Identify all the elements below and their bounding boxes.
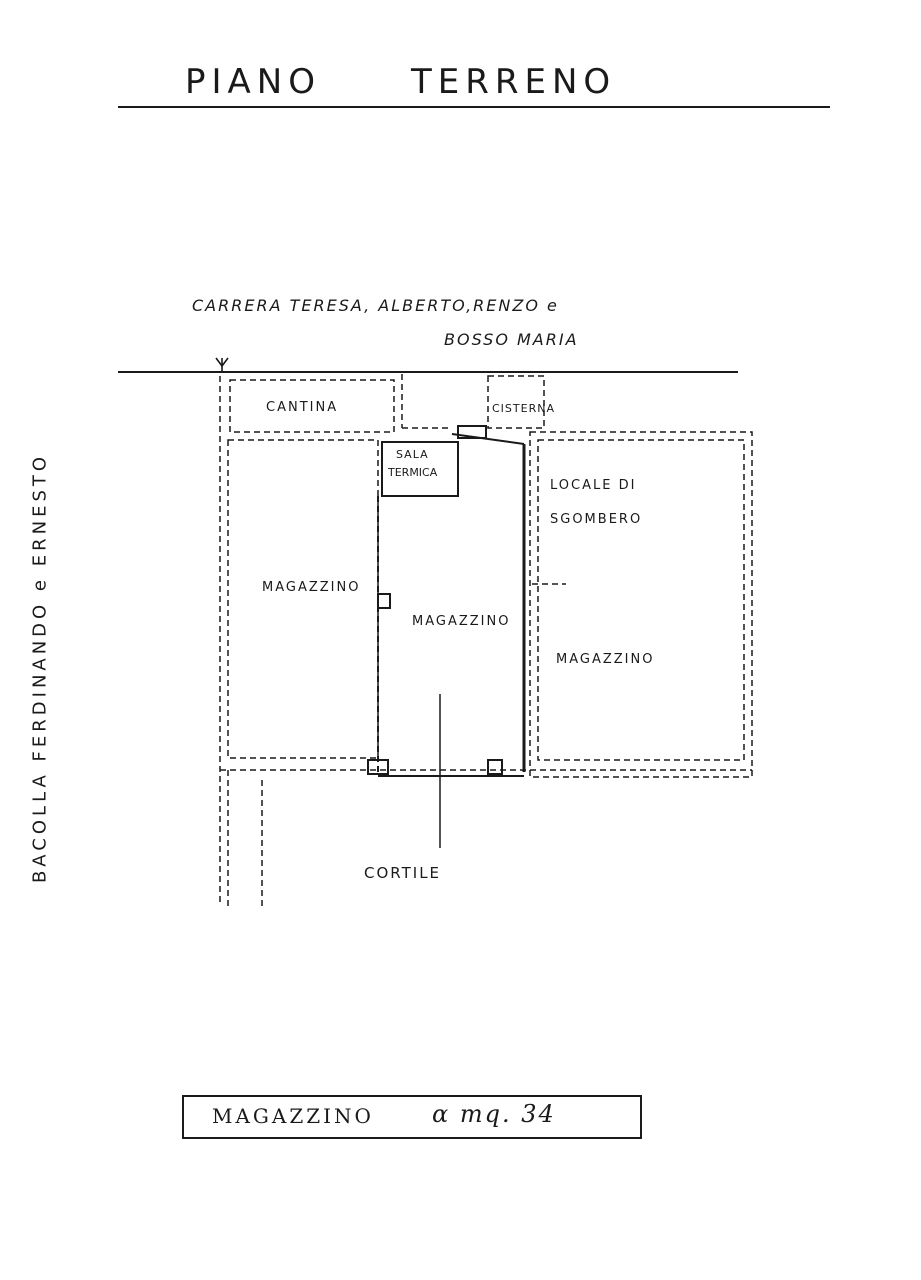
room-locale-line2: SGOMBERO (550, 512, 643, 527)
magazzino-left-outline (227, 439, 379, 759)
right-block-inner (537, 439, 745, 761)
room-cisterna: CISTERNA (492, 402, 555, 415)
cisterna-outline (487, 375, 545, 429)
room-locale-line1: LOCALE DI (550, 478, 637, 493)
room-cortile: CORTILE (364, 864, 442, 882)
title-word-piano: PIANO (185, 62, 321, 102)
north-neighbor-line1: CARRERA TERESA, ALBERTO,RENZO e (192, 296, 559, 315)
pillar-bottom-right (487, 759, 503, 775)
boundary-marker-arrow (215, 357, 229, 368)
title-underline (118, 106, 830, 108)
center-top-wall (451, 433, 525, 445)
north-neighbor-line2: BOSSO MARIA (444, 330, 579, 349)
legend-label: MAGAZZINO (212, 1104, 374, 1128)
pillar-left (377, 593, 391, 609)
pillar-top (457, 425, 487, 439)
legend-box (182, 1095, 642, 1139)
sala-termica-outline (381, 441, 459, 497)
room-sala-termica-2: TERMICA (388, 466, 438, 479)
room-sala-termica-1: SALA (396, 448, 429, 461)
cantina-outline (229, 379, 395, 433)
room-magazzino-center: MAGAZZINO (412, 614, 511, 629)
legend-area: α mq. 34 (432, 1100, 556, 1128)
right-block-outline (529, 431, 753, 778)
room-magazzino-right: MAGAZZINO (556, 652, 655, 667)
page-title: PIANO TERRENO (185, 62, 616, 102)
title-word-terreno: TERRENO (410, 62, 617, 102)
room-cantina: CANTINA (266, 400, 339, 415)
room-magazzino-left: MAGAZZINO (262, 580, 361, 595)
pillar-bottom-left (367, 759, 389, 775)
